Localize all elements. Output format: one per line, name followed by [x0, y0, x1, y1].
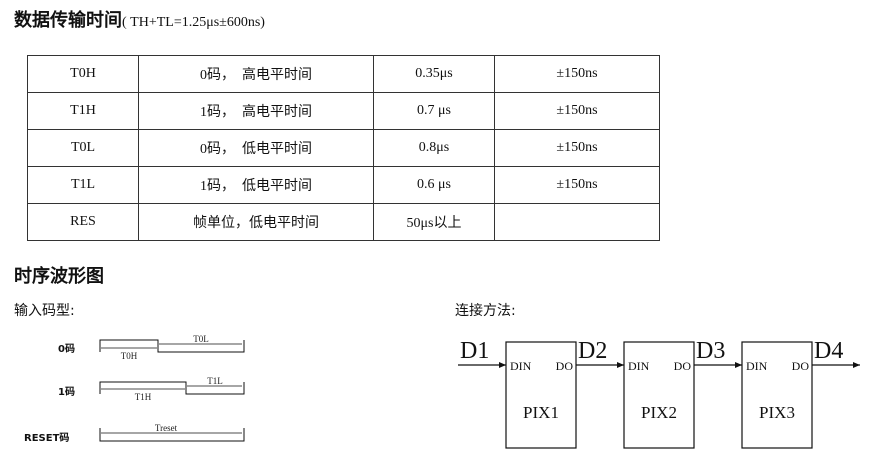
- waveform-reset-code: RESET码 Treset: [24, 423, 245, 444]
- waveform-1-code: 1码 T1H T1L: [58, 376, 245, 402]
- signal-d4: D4: [814, 338, 843, 364]
- timing-section-title: 数据传输时间( TH+TL=1.25μs±600ns): [14, 6, 265, 32]
- timing-cell: 50μs以上: [373, 203, 495, 241]
- pix3-label: PIX3: [759, 403, 795, 422]
- waveform-1-low-text: T1L: [207, 376, 223, 386]
- timing-cell: ±150ns: [494, 166, 660, 204]
- signal-d2: D2: [578, 338, 607, 364]
- waveform-section-title: 时序波形图: [14, 266, 104, 287]
- timing-cell: T1H: [27, 92, 139, 130]
- pix1-box: [505, 341, 577, 449]
- timing-cell: 1码， 高电平时间: [138, 92, 374, 130]
- timing-subtitle: ( TH+TL=1.25μs±600ns): [122, 15, 265, 30]
- input-code-label: 输入码型:: [14, 303, 75, 319]
- waveform-1-signal: [99, 381, 245, 395]
- waveform-0-high-text: T0H: [121, 351, 138, 361]
- pix2-din: DIN: [628, 359, 650, 373]
- pix3-box: [741, 341, 813, 449]
- waveform-0-code: 0码 T0H T0L: [58, 334, 245, 361]
- pix2-box: [623, 341, 695, 449]
- waveform-1-high-text: T1H: [135, 392, 152, 402]
- timing-cell: 1码， 低电平时间: [138, 166, 374, 204]
- pix1-label: PIX1: [523, 403, 559, 422]
- waveform-0-signal: [99, 339, 245, 353]
- pix2-do: DO: [674, 359, 692, 373]
- pix3-do: DO: [792, 359, 810, 373]
- timing-cell: ±150ns: [494, 92, 660, 130]
- timing-cell: 帧单位，低电平时间: [138, 203, 374, 241]
- connection-diagram: D1 D2 D3 D4 DIN DO PIX1 DIN DO PIX2 DIN …: [458, 338, 860, 449]
- timing-cell: RES: [27, 203, 139, 241]
- signal-d3: D3: [696, 338, 725, 364]
- pix2-label: PIX2: [641, 403, 677, 422]
- waveform-0-label: 0码: [58, 343, 75, 355]
- timing-cell: T1L: [27, 166, 139, 204]
- waveform-reset-label: RESET码: [24, 432, 69, 444]
- pix3-din: DIN: [746, 359, 768, 373]
- pix1-din: DIN: [510, 359, 532, 373]
- timing-cell: 0.7 μs: [373, 92, 495, 130]
- timing-cell: 0.6 μs: [373, 166, 495, 204]
- waveform-1-label: 1码: [58, 386, 75, 398]
- timing-title-text: 数据传输时间: [14, 10, 122, 31]
- waveform-reset-signal: [99, 428, 245, 442]
- timing-cell: [494, 203, 660, 241]
- waveform-0-low-text: T0L: [193, 334, 209, 344]
- timing-cell: ±150ns: [494, 55, 660, 93]
- signal-d1: D1: [460, 338, 489, 364]
- connection-method-label: 连接方法:: [455, 303, 516, 319]
- timing-cell: 0码， 低电平时间: [138, 129, 374, 167]
- waveform-reset-text: Treset: [155, 423, 178, 433]
- pix1-do: DO: [556, 359, 574, 373]
